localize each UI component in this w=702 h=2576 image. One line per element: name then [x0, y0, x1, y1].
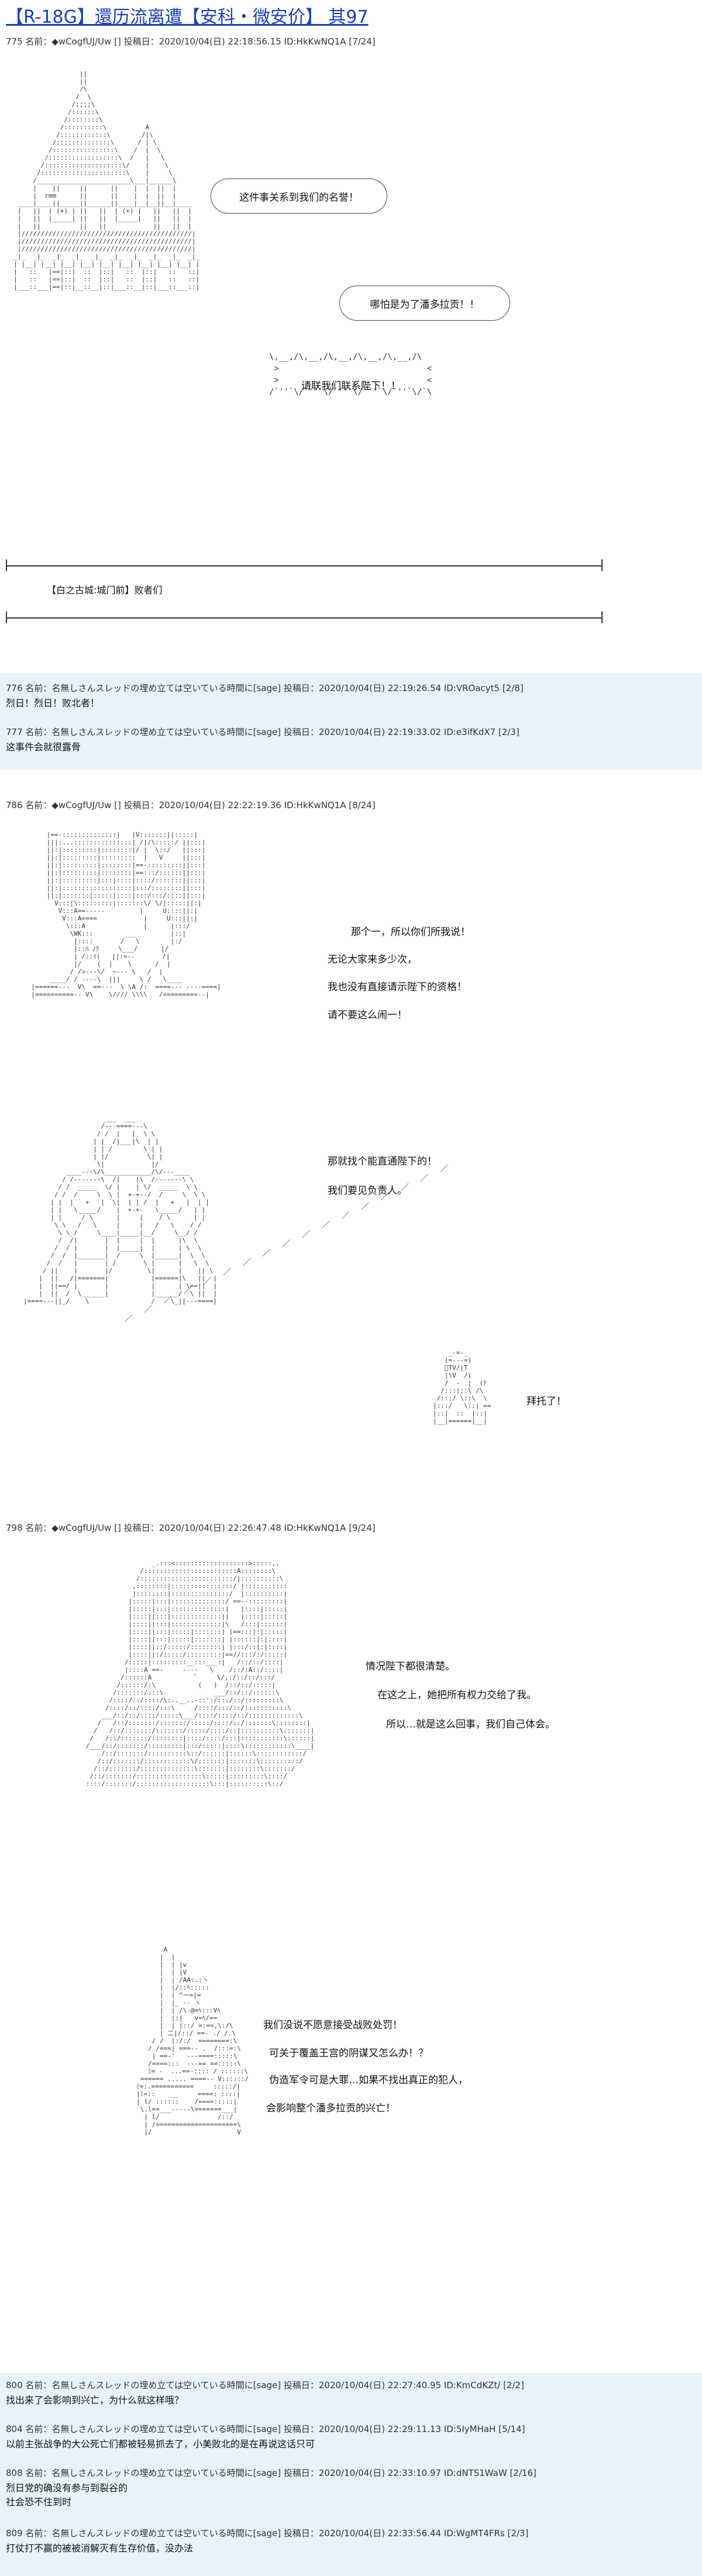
shout-contact-majesty: 请联我们联系陛下！！ — [301, 380, 401, 392]
ascii-art-pillar: A | | | | |v | | |V | | /AA:.:ヽ | |/::ﾍ:… — [136, 1946, 249, 2136]
line-786-a1: 那个一，所以你们所我说！ — [351, 926, 470, 938]
line-786-a2: 无论大家来多少次， — [328, 954, 417, 966]
post-body-809: 打仗打不赢的被被消解灭有生存价值，没办法 — [6, 2543, 194, 2554]
thread-title[interactable]: 【R-18G】還历流离遭【安科・微安价】 其97 — [6, 7, 369, 28]
ascii-art-small-figure: _-=-_ (=---=) ﾟTV/|T |\V /( / - | (ﾃ /::… — [433, 1349, 491, 1425]
speech-bubble-reputation: 这件事关系到我们的名誉！ — [211, 178, 387, 214]
divider-bottom — [6, 617, 603, 619]
line-798-a2: 在这之上，她把所有权力交给了我。 — [377, 1689, 536, 1701]
line-786-a4: 请不要这么闹一！ — [328, 1009, 407, 1021]
post-header-800: 800 名前：名無しさんスレッドの埋め立ては空いている時間に[sage] 投稿日… — [6, 2380, 524, 2390]
post-header-786: 786 名前：◆wCogfUJ/Uw [] 投稿日：2020/10/04(日) … — [6, 800, 376, 810]
reply-block-800-809 — [0, 2373, 702, 2576]
ascii-art-castle: || || /\ / \ /;;;;\ /::::::\ /::::::::\ … — [13, 70, 200, 291]
divider-tick-left — [6, 559, 7, 571]
ascii-art-knight: ___ ___ /---====---\ / / | | \ \ | | /|_… — [23, 1115, 217, 1305]
post-body-776: 烈日！烈日！败北者！ — [6, 698, 100, 709]
ascii-art-queen: _.:::<:::::::::::::::::::>:::::,. /:::::… — [85, 1560, 315, 1788]
line-798-a1: 情况陛下都很清楚。 — [366, 1661, 455, 1672]
line-798-b3: 伪造军令可是大罪…如果不找出真正的犯人， — [269, 2074, 468, 2086]
post-body-804: 以前主张战争的大公死亡们都被轻易抓去了，小美败北的是在再说这话只可 — [6, 2438, 315, 2450]
line-786-a3: 我也没有直接请示陛下的资格！ — [328, 981, 467, 993]
line-786-b1: 那就找个能直通陛下的！ — [328, 1156, 437, 1167]
post-header-798: 798 名前：◆wCogfUJ/Uw [] 投稿日：2020/10/04(日) … — [6, 1523, 376, 1533]
ascii-art-figure-1: |==-::::::::::::::| |V:::::::||:::::| ||… — [31, 831, 221, 998]
divider-top — [6, 565, 603, 566]
post-body-777: 这事件会就很露骨 — [6, 741, 81, 753]
scene-caption: 【白之古城:城门前】败者们 — [47, 585, 163, 596]
post-header-776: 776 名前：名無しさんスレッドの埋め立ては空いている時間に[sage] 投稿日… — [6, 683, 524, 693]
line-798-b2: 可关于覆盖王宫的阴谋又怎么办！？ — [269, 2048, 428, 2059]
ascii-shout-burst: \,__,/\,__,/\,__,/\,__,/\,__,/\ > < > < … — [269, 352, 432, 397]
line-786-c1: 拜托了！ — [526, 1396, 566, 1407]
post-header-809: 809 名前：名無しさんスレッドの埋め立ては空いている時間に[sage] 投稿日… — [6, 2528, 529, 2539]
speech-bubble-pandoragon: 哪怕是为了潘多拉贡！！ — [339, 286, 510, 321]
divider-tick-right — [601, 559, 603, 571]
post-body-800: 找出来了会影响到兴亡，为什么就这样哦？ — [6, 2395, 184, 2406]
line-798-a3: 所以…就是这么回事，我们自己体会。 — [386, 1719, 555, 1730]
divider-tick-left-2 — [6, 612, 7, 623]
line-786-b2: 我们要见负责人。 — [328, 1185, 407, 1197]
post-header-808: 808 名前：名無しさんスレッドの埋め立ては空いている時間に[sage] 投稿日… — [6, 2468, 536, 2478]
line-798-b1: 我们没说不愿意接受战败处罚！ — [263, 2019, 402, 2031]
line-798-b4: 会影响整个潘多拉贡的兴亡！ — [266, 2103, 395, 2114]
post-body-808: 烈日党的确没有参与到裂谷的 社会恐不住到时 — [6, 2482, 128, 2508]
post-header-804: 804 名前：名無しさんスレッドの埋め立ては空いている時間に[sage] 投稿日… — [6, 2424, 525, 2434]
post-header-775: 775 名前：◆wCogfUJ/Uw [] 投稿日：2020/10/04(日) … — [6, 36, 376, 47]
divider-tick-right-2 — [601, 612, 603, 623]
reply-block-776-777 — [0, 673, 702, 770]
ascii-art-spear: ／ ／ ／ — [124, 1165, 449, 1324]
post-header-777: 777 名前：名無しさんスレッドの埋め立ては空いている時間に[sage] 投稿日… — [6, 727, 519, 737]
